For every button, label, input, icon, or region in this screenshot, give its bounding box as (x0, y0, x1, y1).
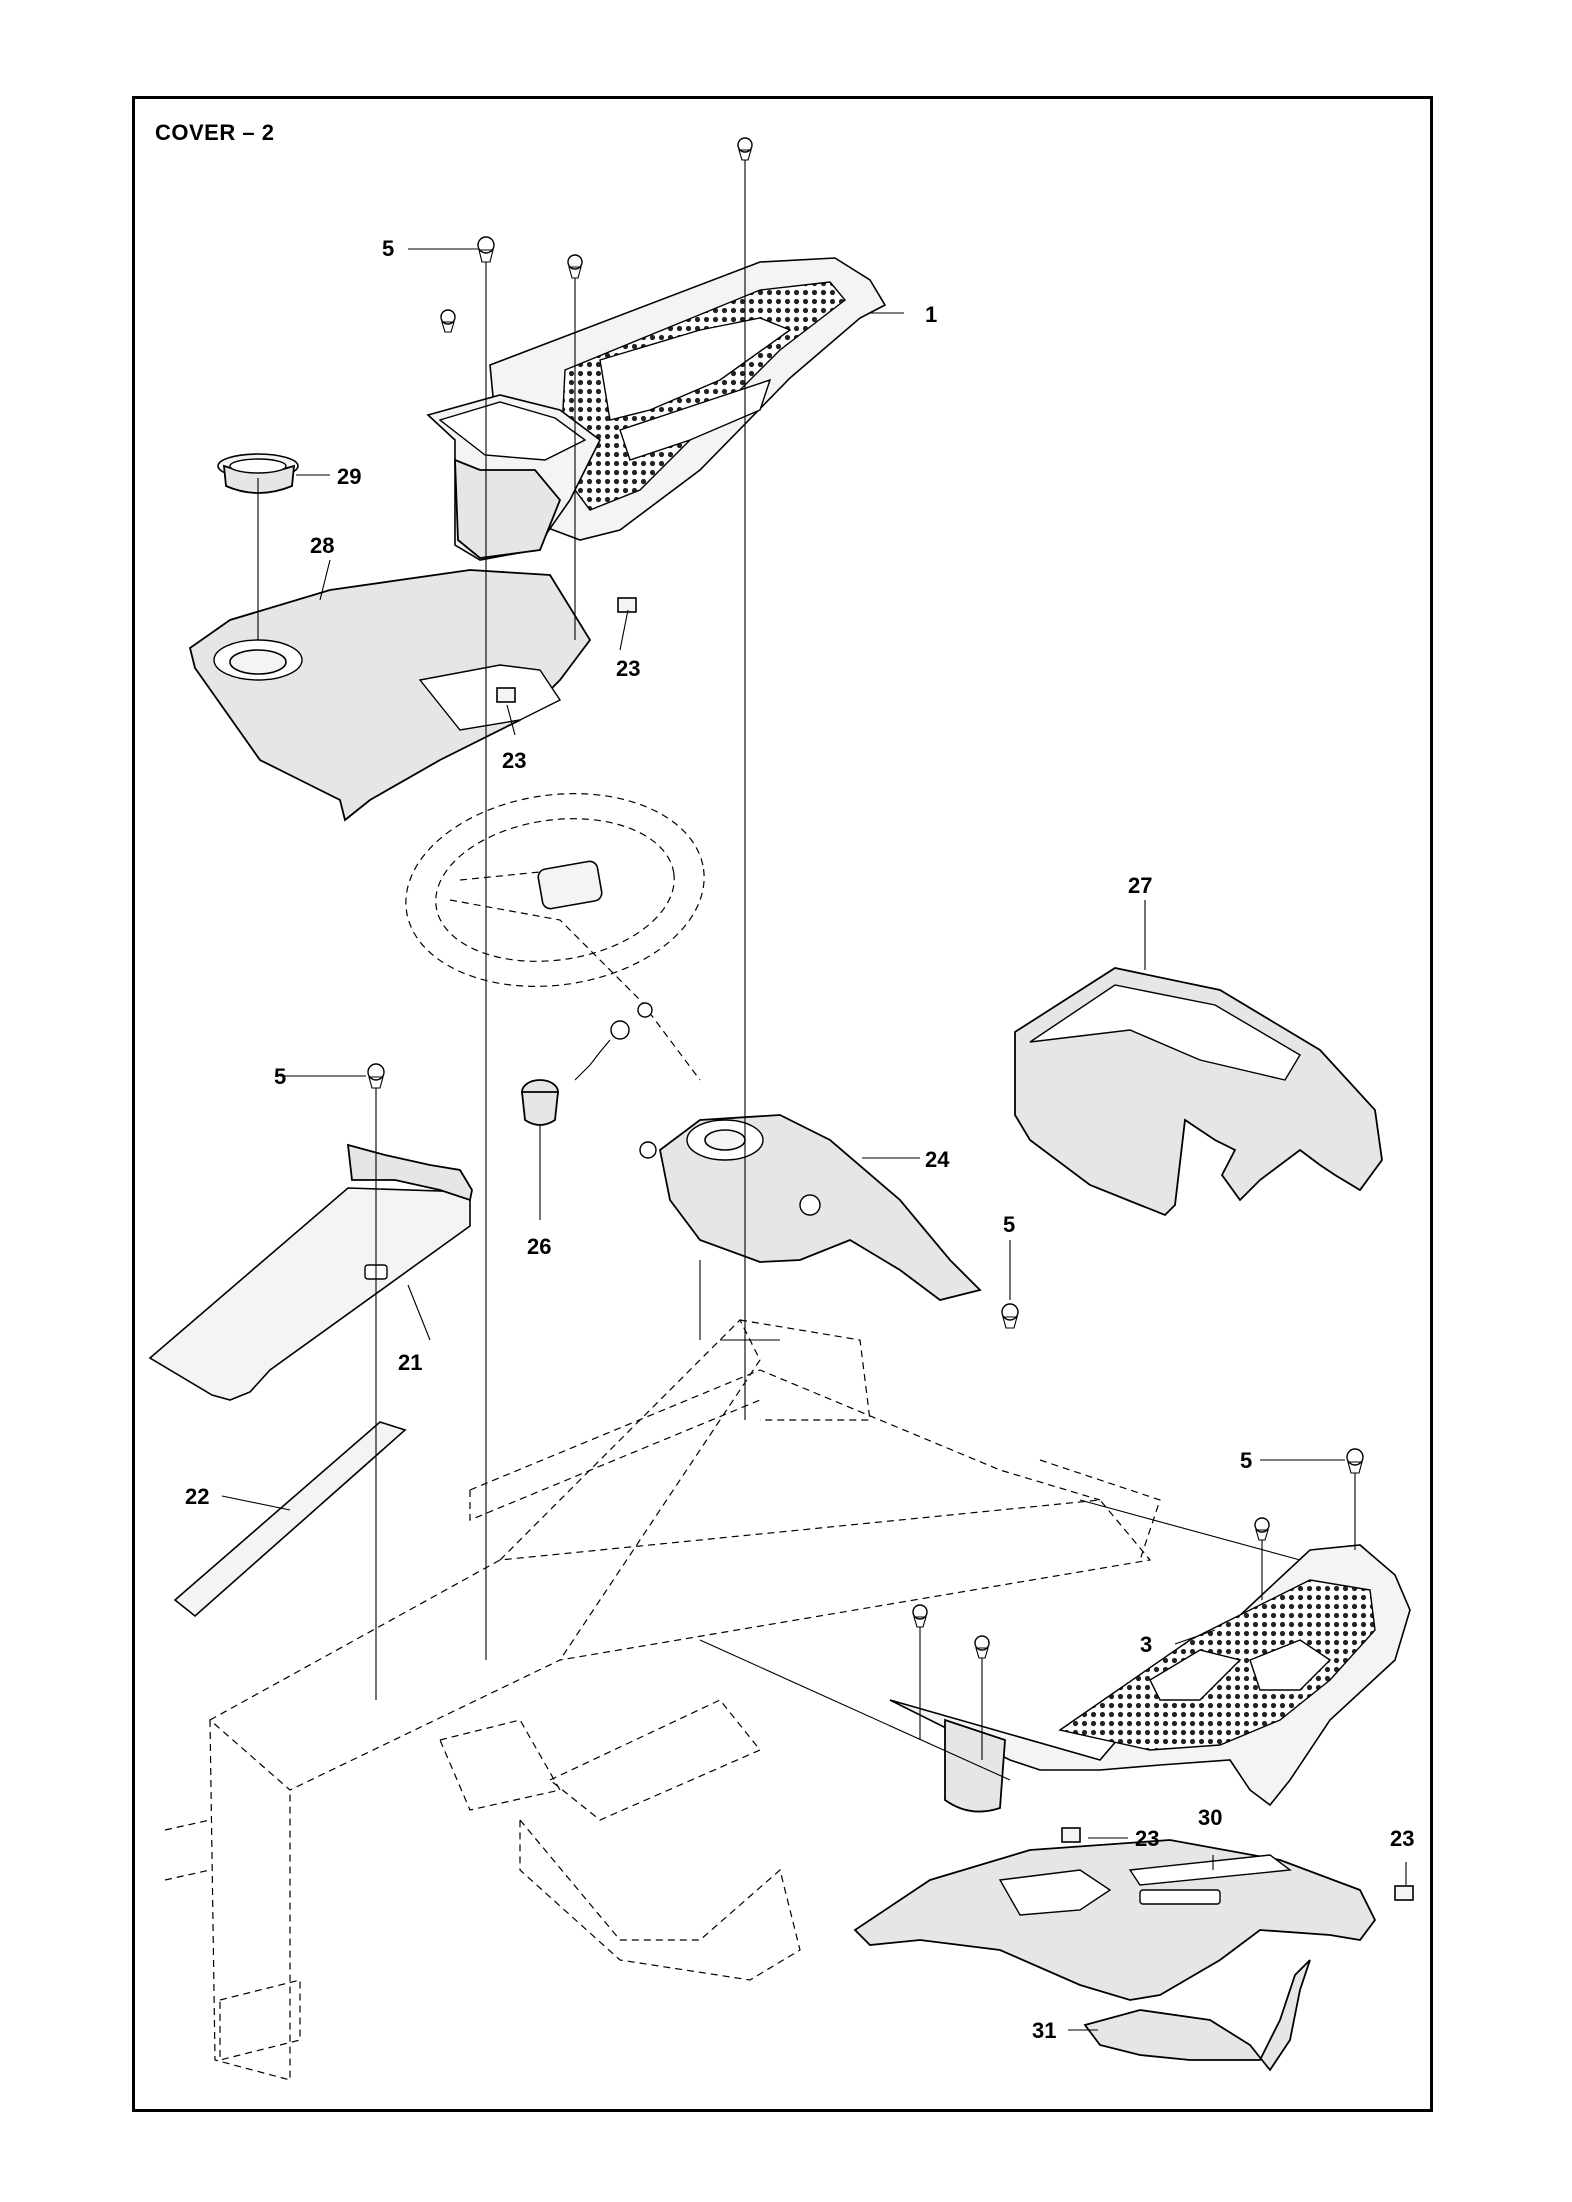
fasteners (367, 137, 1414, 1901)
part-1-upper-cover (426, 257, 887, 561)
callout-28: 28 (310, 533, 334, 558)
callout-3: 3 (1140, 1632, 1152, 1657)
part-24-column-cover (659, 1114, 982, 1301)
machine-frame (164, 1318, 1161, 2081)
steering-wheel (405, 793, 705, 1081)
part-31-trim (1083, 1959, 1311, 2072)
part-3-lower-cover (889, 1544, 1411, 1813)
part-27-rear-cover (1014, 967, 1383, 1217)
leader-lines (221, 160, 1407, 2031)
part-26-knob (520, 1079, 560, 1126)
callout-1: 1 (925, 302, 937, 327)
callout-labels: 1 5 29 28 23 23 27 5 24 5 26 21 22 5 3 3… (185, 236, 1414, 2043)
diagram-title: COVER – 2 (155, 120, 275, 145)
callout-23-lower-right: 23 (1390, 1826, 1414, 1851)
part-29-ring (217, 453, 299, 494)
part-30-lower-cover (853, 1839, 1377, 2001)
callout-30: 30 (1198, 1805, 1222, 1830)
callout-23-lower-left: 23 (1135, 1826, 1159, 1851)
part-21-plate (148, 1143, 473, 1401)
callout-5-lower: 5 (1240, 1448, 1252, 1473)
callout-26: 26 (527, 1234, 551, 1259)
callout-5-top: 5 (382, 236, 394, 261)
part-28-front-cover (188, 569, 592, 822)
callout-23-upper-left: 23 (502, 748, 526, 773)
callout-31: 31 (1032, 2018, 1056, 2043)
callout-29: 29 (337, 464, 361, 489)
callout-27: 27 (1128, 873, 1152, 898)
callout-22: 22 (185, 1484, 209, 1509)
callout-23-upper-right: 23 (616, 656, 640, 681)
diagram-frame (132, 96, 1433, 2112)
part-22-strip (173, 1421, 407, 1618)
callout-24: 24 (925, 1147, 950, 1172)
spring-hardware (574, 1002, 657, 1159)
callout-21: 21 (398, 1350, 422, 1375)
callout-5-left: 5 (274, 1064, 286, 1089)
callout-5-right: 5 (1003, 1212, 1015, 1237)
